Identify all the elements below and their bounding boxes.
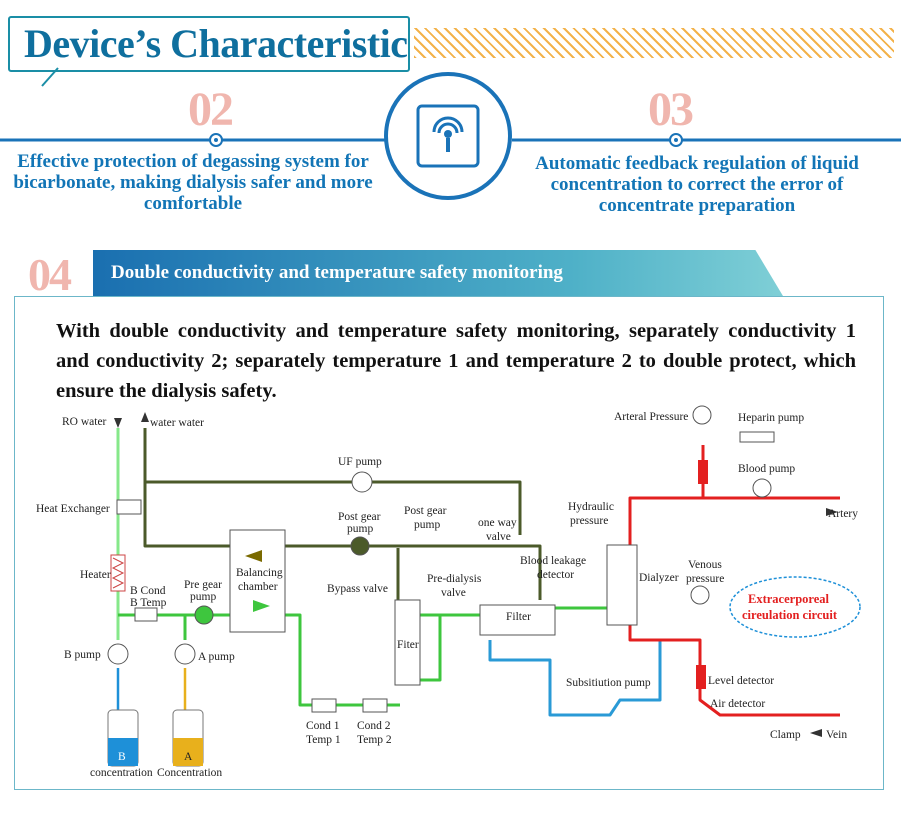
label-heat-exchanger: Heat Exchanger <box>36 503 110 515</box>
label-post-gear-a2: pump <box>347 523 373 535</box>
section-number-04: 04 <box>28 249 72 300</box>
feature-03-text: Automatic feedback regulation of liquid … <box>535 153 859 216</box>
pre-gear-pump <box>194 605 214 625</box>
label-clamp: Clamp <box>770 729 801 741</box>
label-hydraulic-2: pressure <box>570 515 608 527</box>
label-pre-gear-1: Pre gear <box>184 579 222 591</box>
diagram-panel <box>14 296 884 790</box>
label-blood-leak-2: detector <box>537 569 574 581</box>
blood-pump <box>752 478 772 498</box>
feature-02-text: Effective protection of degassing system… <box>13 151 373 214</box>
decorative-hatch <box>414 28 894 58</box>
drain-line-left <box>143 428 230 548</box>
dialyzer <box>606 544 638 626</box>
label-venous-1: Venous <box>688 559 722 571</box>
section-banner-title: Double conductivity and temperature safe… <box>111 262 563 283</box>
label-cond2: Cond 2 <box>357 720 391 732</box>
label-arterial-pressure: Arteral Pressure <box>614 411 688 423</box>
filter-a <box>394 599 421 686</box>
feature-number-02: 02 <box>188 83 234 136</box>
a-pump <box>174 643 196 665</box>
filter-b <box>479 604 556 636</box>
venous-pressure-gauge <box>690 585 710 605</box>
label-extracorporeal-1: Extracerporeal <box>748 592 830 606</box>
substitution-line <box>488 638 662 717</box>
label-post-gear-b2: pump <box>414 519 440 531</box>
label-a-pump: A pump <box>198 651 235 663</box>
label-ro-water: RO water <box>62 416 107 428</box>
label-extracorporeal-2: cireulation circuit <box>742 608 838 622</box>
label-temp1: Temp 1 <box>306 734 341 746</box>
label-bypass-valve: Bypass valve <box>327 583 388 595</box>
signal-icon <box>432 116 464 152</box>
label-b-cond: B Cond <box>130 585 166 597</box>
label-b-temp: B Temp <box>130 597 167 609</box>
arterial-line <box>628 496 840 600</box>
label-one-way-2: valve <box>486 531 511 543</box>
label-vein: Vein <box>826 729 847 741</box>
section-banner: Double conductivity and temperature safe… <box>93 250 783 296</box>
label-uf-pump: UF pump <box>338 456 382 468</box>
title-box: Device’s Characteristic <box>8 16 410 72</box>
label-level-detector: Level detector <box>708 675 774 687</box>
label-balancing-1: Balancing <box>236 567 283 579</box>
label-heparin-pump: Heparin pump <box>738 412 804 424</box>
label-a-concentration: Concentration <box>157 767 222 779</box>
page-title: Device’s Characteristic <box>24 21 408 66</box>
label-cond1: Cond 1 <box>306 720 340 732</box>
title-pointer <box>41 67 59 87</box>
label-balancing-2: chamber <box>238 581 278 593</box>
label-b-letter: B <box>118 751 126 763</box>
label-b-pump: B pump <box>64 649 101 661</box>
label-blood-leak-1: Blood leakage <box>520 555 586 567</box>
label-temp2: Temp 2 <box>357 734 392 746</box>
label-b-concentration: concentration <box>90 767 153 779</box>
label-filter-a: Fiter <box>397 639 419 651</box>
extracorporeal-ellipse <box>729 576 861 638</box>
label-heater: Heater <box>80 569 111 581</box>
label-pre-dialysis-2: valve <box>441 587 466 599</box>
label-dialyzer: Dialyzer <box>639 572 679 584</box>
arterial-pressure-gauge <box>692 405 712 425</box>
label-waste-water: water water <box>150 417 204 429</box>
dialysate-line-1 <box>285 613 400 707</box>
b-pump <box>107 643 129 665</box>
level-detector-chamber <box>696 665 706 689</box>
balancing-chamber <box>229 529 286 633</box>
post-gear-pump <box>350 536 370 556</box>
label-one-way-1: one way <box>478 517 517 529</box>
label-filter-b: Filter <box>506 611 531 623</box>
feature-number-03: 03 <box>648 83 694 136</box>
heparin-syringe <box>739 431 775 443</box>
section-description: With double conductivity and temperature… <box>56 320 856 402</box>
drain-line-right <box>285 544 542 600</box>
label-post-gear-a1: Post gear <box>338 511 381 523</box>
label-a-letter: A <box>184 751 193 763</box>
label-substitution-pump: Subsitiution pump <box>566 677 651 689</box>
label-pre-gear-2: pump <box>190 591 216 603</box>
heat-exchanger <box>116 499 142 515</box>
label-post-gear-b1: Post gear <box>404 505 447 517</box>
label-pre-dialysis-1: Pre-dialysis <box>427 573 482 585</box>
cond2-sensor <box>362 698 388 713</box>
label-artery: Artery <box>828 508 858 520</box>
arterial-chamber <box>698 460 708 484</box>
label-venous-2: pressure <box>686 573 724 585</box>
label-air-detector: Air detector <box>710 698 765 710</box>
b-cond-sensor <box>134 607 158 622</box>
cond1-sensor <box>311 698 337 713</box>
uf-line <box>145 480 522 535</box>
label-hydraulic-1: Hydraulic <box>568 501 614 513</box>
label-blood-pump: Blood pump <box>738 463 795 475</box>
uf-pump <box>351 471 373 493</box>
